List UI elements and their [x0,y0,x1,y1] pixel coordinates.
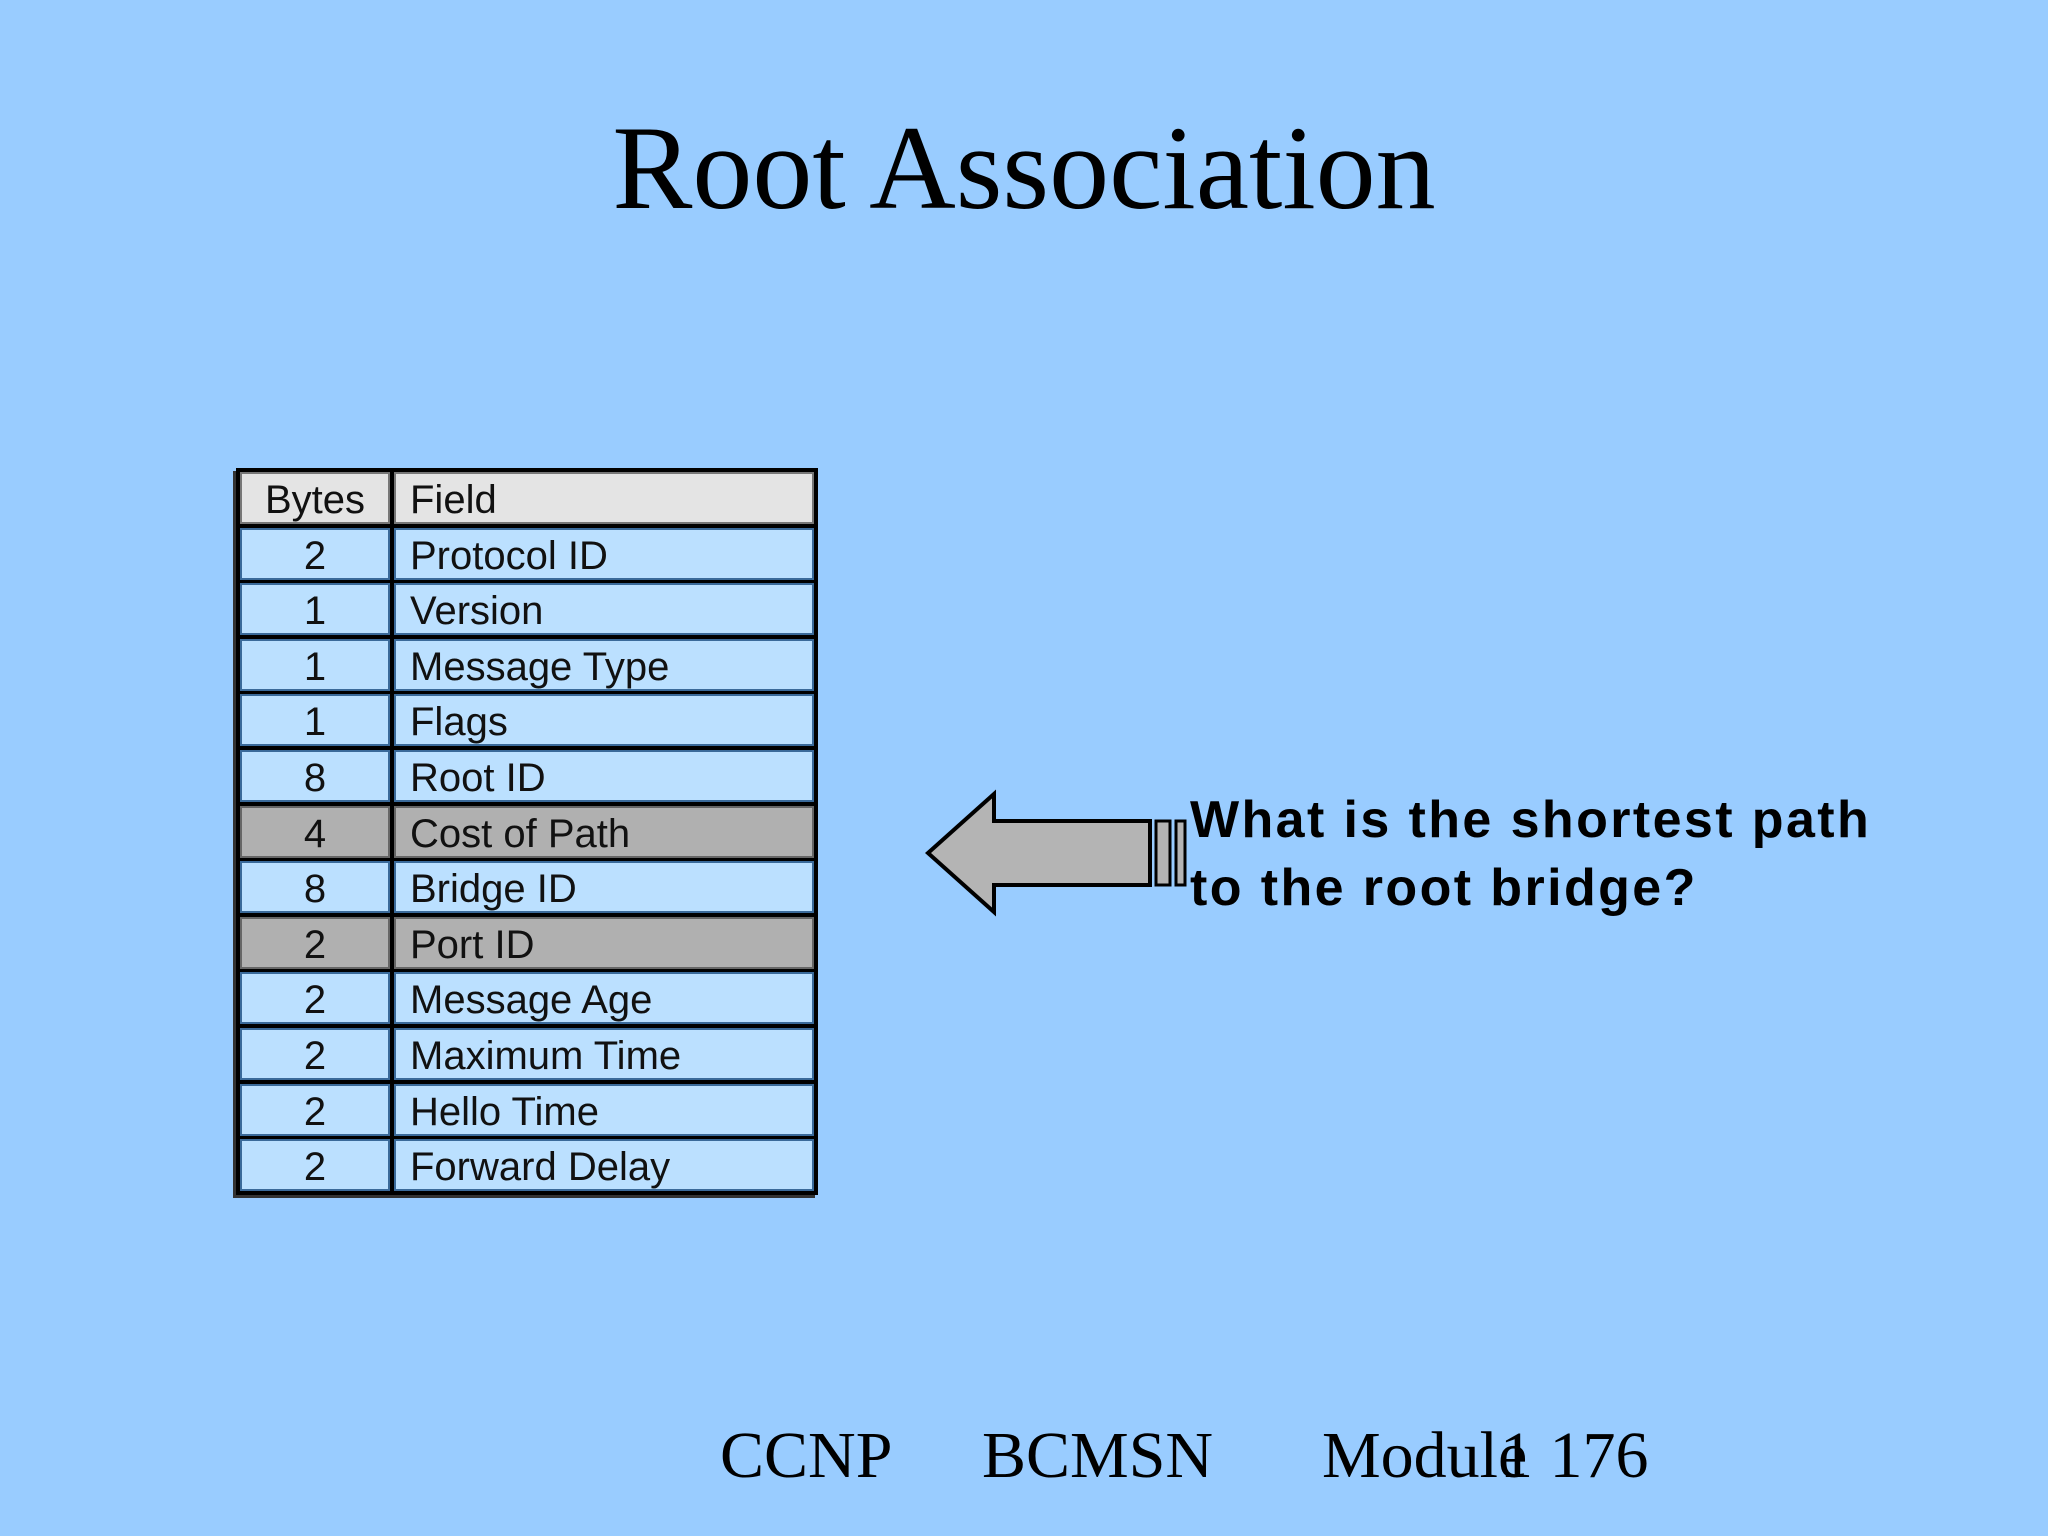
field-cell: Forward Delay [394,1139,814,1192]
bytes-cell: 2 [240,972,390,1025]
question-line: What is the shortest path [1190,791,1872,849]
table-header-row: Bytes Field [240,472,814,524]
header-bytes: Bytes [240,472,390,524]
table-row: 8 Root ID [240,749,814,802]
bytes-cell: 2 [240,1083,390,1136]
table-row: 2 Maximum Time [240,1027,814,1080]
table-row: 2 Message Age [240,972,814,1025]
bytes-cell: 1 [240,638,390,691]
table-row: 2 Port ID [240,916,814,969]
table-row: 1 Version [240,583,814,636]
table-row: 2 Forward Delay [240,1139,814,1192]
bytes-cell: 2 [240,916,390,969]
table-row: 1 Message Type [240,638,814,691]
field-cell: Cost of Path [394,805,814,858]
table-row: 2 Hello Time [240,1083,814,1136]
field-cell: Hello Time [394,1083,814,1136]
header-field: Field [394,472,814,524]
bpdu-field-table: Bytes Field 2 Protocol ID 1 Version 1 Me… [236,468,818,1196]
bytes-cell: 2 [240,527,390,580]
left-arrow-icon [924,789,1187,917]
table-row: 4 Cost of Path [240,805,814,858]
bytes-cell: 1 [240,583,390,636]
bytes-cell: 8 [240,749,390,802]
slide-footer: CCNP BCMSN Module 1 176 [0,1418,2048,1498]
arrow-tail-bar [1174,819,1187,887]
bytes-cell: 4 [240,805,390,858]
table-row: 1 Flags [240,694,814,747]
table-row: 8 Bridge ID [240,861,814,914]
field-cell: Bridge ID [394,861,814,914]
field-cell: Message Type [394,638,814,691]
arrow-tail-bar [1154,819,1172,887]
footer-subject: BCMSN [982,1419,1214,1492]
field-cell: Protocol ID [394,527,814,580]
arrow-shape [924,789,1152,917]
slide-title: Root Association [612,101,1436,234]
field-cell: Flags [394,694,814,747]
footer-page-number: 1 176 [1500,1419,1649,1492]
field-cell: Root ID [394,749,814,802]
field-cell: Port ID [394,916,814,969]
question-line: to the root bridge? [1190,859,1698,917]
footer-course: CCNP [720,1419,893,1492]
bytes-cell: 2 [240,1139,390,1192]
question-text: What is the shortest path to the root br… [1190,786,1871,922]
footer-module: Module [1322,1419,1528,1492]
field-cell: Maximum Time [394,1027,814,1080]
table-row: 2 Protocol ID [240,527,814,580]
field-cell: Version [394,583,814,636]
field-cell: Message Age [394,972,814,1025]
bytes-cell: 8 [240,861,390,914]
bytes-cell: 1 [240,694,390,747]
bytes-cell: 2 [240,1027,390,1080]
